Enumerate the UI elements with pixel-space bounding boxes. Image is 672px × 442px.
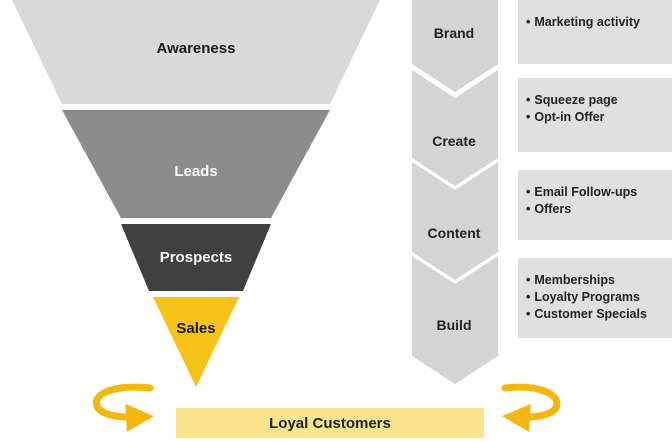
funnel-label-prospects: Prospects xyxy=(160,249,233,266)
detail-item: Marketing activity xyxy=(526,14,640,31)
detail-list-build: MembershipsLoyalty ProgramsCustomer Spec… xyxy=(526,272,647,323)
funnel-stage-awareness xyxy=(12,0,380,104)
detail-item: Customer Specials xyxy=(526,306,647,323)
detail-list-create: Squeeze pageOpt-in Offer xyxy=(526,92,618,126)
funnel-label-awareness: Awareness xyxy=(157,40,236,57)
detail-item: Loyalty Programs xyxy=(526,289,647,306)
funnel-stage-leads xyxy=(62,110,330,218)
detail-box-brand xyxy=(518,0,672,64)
detail-item: Email Follow-ups xyxy=(526,184,637,201)
funnel-label-sales: Sales xyxy=(176,320,215,337)
loyal-customers-box: Loyal Customers xyxy=(176,408,484,438)
funnel-stage-prospects xyxy=(121,224,271,291)
right-loop-arrow-icon xyxy=(501,383,561,432)
chevron-content xyxy=(412,162,498,280)
detail-list-content: Email Follow-upsOffers xyxy=(526,184,637,218)
chevron-build xyxy=(412,256,498,384)
detail-item: Squeeze page xyxy=(526,92,617,109)
left-loop-arrow-icon xyxy=(92,383,154,432)
chevron-label-brand: Brand xyxy=(434,25,474,41)
chevron-label-create: Create xyxy=(432,133,476,149)
loyal-customers-label: Loyal Customers xyxy=(269,414,391,432)
detail-list-brand: Marketing activity xyxy=(526,14,640,31)
funnel-label-leads: Leads xyxy=(174,163,217,180)
chevron-label-build: Build xyxy=(437,317,472,333)
chevron-label-content: Content xyxy=(428,225,481,241)
detail-item: Memberships xyxy=(526,272,647,289)
detail-item: Offers xyxy=(526,201,637,218)
detail-item: Opt-in Offer xyxy=(526,109,618,126)
funnel-stage-sales xyxy=(153,297,239,387)
chevron-brand xyxy=(412,0,498,92)
chevron-create xyxy=(412,70,498,186)
loop-arrows xyxy=(92,383,561,432)
